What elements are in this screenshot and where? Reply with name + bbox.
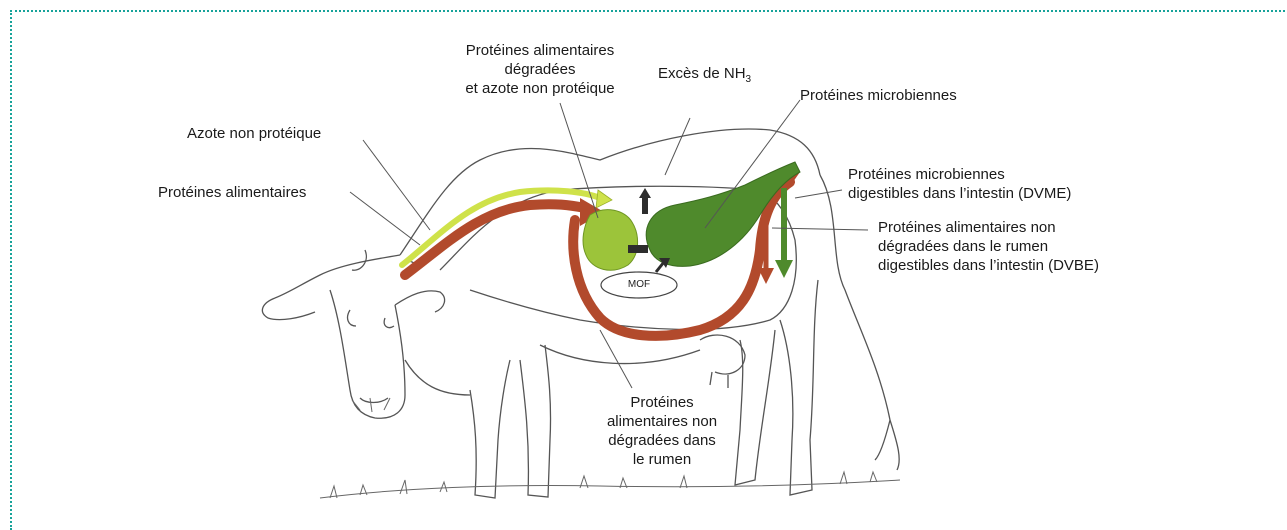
conversion-arrow: [628, 245, 648, 253]
label-dvbe-line-2: dégradées dans le rumen: [878, 237, 1099, 256]
label-undegraded-proteins: Protéines alimentaires non dégradées dan…: [582, 393, 742, 469]
label-dvbe: Protéines alimentaires non dégradées dan…: [878, 218, 1099, 275]
label-excess-nh3-subscript: 3: [746, 74, 752, 85]
label-undegraded-line-2: alimentaires non: [582, 412, 742, 431]
label-undegraded-line-3: dégradées dans: [582, 431, 742, 450]
rumen-degraded-blob: [583, 210, 638, 271]
label-degraded-line-1: Protéines alimentaires: [430, 41, 650, 60]
cow-outline: [262, 129, 899, 498]
label-degraded-line-2: dégradées: [430, 60, 650, 79]
label-dvme-line-2: digestibles dans l’intestin (DVME): [848, 184, 1071, 203]
label-degraded-proteins: Protéines alimentaires dégradées et azot…: [430, 41, 650, 98]
label-excess-nh3-text: Excès de NH: [658, 65, 746, 82]
microbial-protein-shape: [646, 162, 800, 266]
label-excess-nh3: Excès de NH3: [658, 64, 751, 89]
label-dvbe-line-1: Protéines alimentaires non: [878, 218, 1099, 237]
label-npn: Azote non protéique: [187, 124, 321, 143]
mof-arrow: [656, 262, 664, 272]
label-undegraded-line-4: le rumen: [582, 450, 742, 469]
label-dvbe-line-3: digestibles dans l’intestin (DVBE): [878, 256, 1099, 275]
label-dvme-line-1: Protéines microbiennes: [848, 165, 1071, 184]
label-dvme: Protéines microbiennes digestibles dans …: [848, 165, 1071, 203]
label-microbial-proteins: Protéines microbiennes: [800, 86, 957, 105]
label-undegraded-line-1: Protéines: [582, 393, 742, 412]
label-degraded-line-3: et azote non protéique: [430, 79, 650, 98]
label-mof: MOF: [602, 273, 676, 297]
label-dietary-proteins: Protéines alimentaires: [158, 183, 306, 202]
